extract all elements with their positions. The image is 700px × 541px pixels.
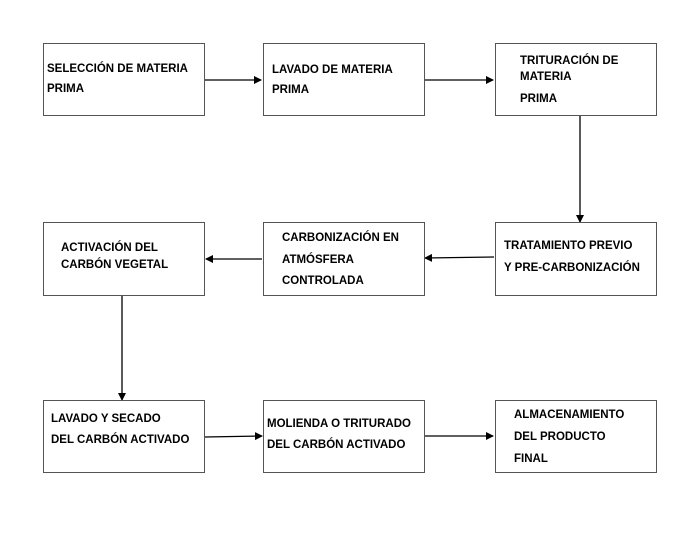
step-lavado-secado-line-1: LAVADO Y SECADO xyxy=(51,413,161,425)
step-seleccion-box: SELECCIÓN DE MATERIA PRIMA xyxy=(43,43,205,116)
step-carbonizacion-line-3: CONTROLADA xyxy=(282,275,364,287)
step-activacion-box: ACTIVACIÓN DEL CARBÓN VEGETAL xyxy=(43,222,205,296)
step-carbonizacion-line-2: ATMÓSFERA xyxy=(282,254,354,266)
step-lavado-secado-line-2: DEL CARBÓN ACTIVADO xyxy=(51,434,190,446)
arrow-tratamiento-to-carbonizacion xyxy=(424,253,495,262)
step-trituracion-line-3: PRIMA xyxy=(520,93,558,105)
step-lavado-box: LAVADO DE MATERIA PRIMA xyxy=(263,43,425,116)
step-seleccion-line-2: PRIMA xyxy=(47,83,85,95)
step-carbonizacion-line-1: CARBONIZACIÓN EN xyxy=(282,232,399,244)
step-trituracion-line-2: MATERIA xyxy=(520,71,572,83)
step-almacenamiento-line-2: DEL PRODUCTO xyxy=(514,431,606,443)
step-lavado-line-2: PRIMA xyxy=(272,84,310,96)
step-tratamiento-line-1: TRATAMIENTO PREVIO xyxy=(504,240,633,252)
step-molienda-line-1: MOLIENDA O TRITURADO xyxy=(267,418,411,430)
step-lavado-line-1: LAVADO DE MATERIA xyxy=(272,64,393,76)
step-tratamiento-line-2: Y PRE-CARBONIZACIÓN xyxy=(504,262,640,274)
step-seleccion-line-1: SELECCIÓN DE MATERIA xyxy=(47,63,188,75)
step-almacenamiento-line-1: ALMACENAMIENTO xyxy=(514,409,625,421)
step-molienda-line-2: DEL CARBÓN ACTIVADO xyxy=(267,439,406,451)
step-almacenamiento-line-3: FINAL xyxy=(514,453,548,465)
step-activacion-line-2: CARBÓN VEGETAL xyxy=(61,259,169,271)
step-almacenamiento-box: ALMACENAMIENTO DEL PRODUCTO FINAL xyxy=(495,400,657,473)
step-activacion-line-1: ACTIVACIÓN DEL xyxy=(61,242,158,254)
step-trituracion-line-1: TRITURACIÓN DE xyxy=(520,55,619,67)
step-tratamiento-box: TRATAMIENTO PREVIO Y PRE-CARBONIZACIÓN xyxy=(495,222,657,296)
step-carbonizacion-box: CARBONIZACIÓN EN ATMÓSFERA CONTROLADA xyxy=(263,222,425,296)
step-lavado-secado-box: LAVADO Y SECADO DEL CARBÓN ACTIVADO xyxy=(43,400,205,473)
arrow-lavado-secado-to-molienda xyxy=(204,432,263,441)
step-molienda-box: MOLIENDA O TRITURADO DEL CARBÓN ACTIVADO xyxy=(263,400,425,473)
step-trituracion-box: TRITURACIÓN DE MATERIA PRIMA xyxy=(495,43,657,116)
